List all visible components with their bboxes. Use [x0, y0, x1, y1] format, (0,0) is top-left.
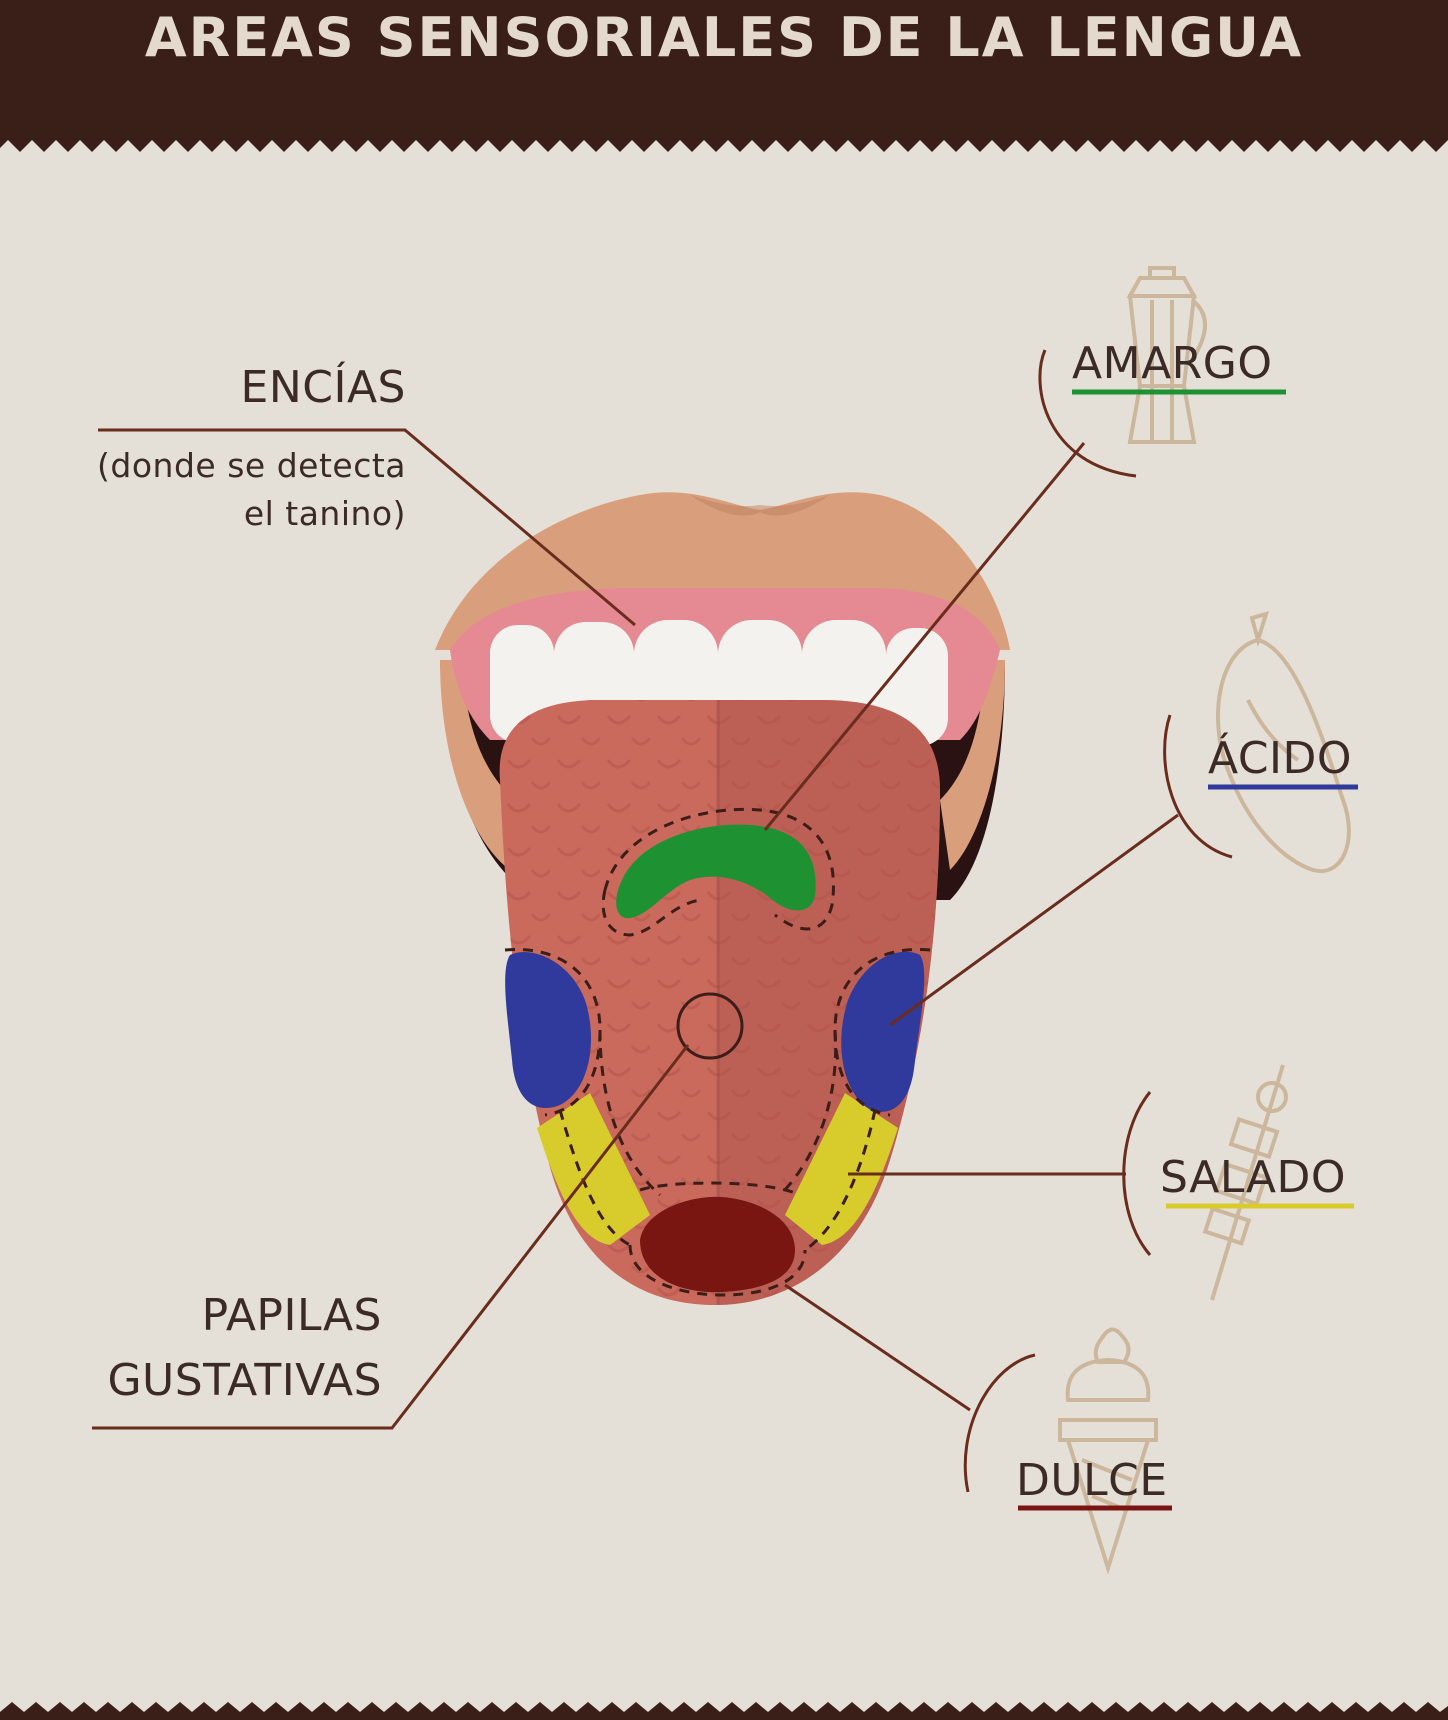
skewer-icon — [1202, 1064, 1288, 1301]
sweet-zone — [640, 1196, 795, 1293]
bitter-bracket — [1038, 349, 1137, 478]
sweet-leader — [784, 1283, 971, 1412]
sweet-bracket — [963, 1353, 1036, 1493]
gums-label: ENCÍAS — [240, 362, 406, 413]
sour-leader — [889, 813, 1179, 1027]
sour-bracket — [1163, 714, 1233, 859]
page-title: AREAS SENSORIALES DE LA LENGUA — [144, 6, 1304, 69]
gums-note-line-2: el tanino) — [243, 494, 406, 533]
lower-lip-left — [440, 660, 515, 870]
sour-label: ÁCIDO — [1208, 733, 1353, 784]
gums-note-line-1: (donde se detecta — [97, 446, 406, 485]
footer-band — [0, 1702, 1448, 1720]
papillae-label-line-1: PAPILAS — [201, 1290, 382, 1341]
sweet-label: DULCE — [1016, 1455, 1168, 1506]
papillae-label-line-2: GUSTATIVAS — [107, 1355, 382, 1406]
salty-bracket — [1122, 1091, 1152, 1256]
salty-label: SALADO — [1160, 1152, 1346, 1203]
papillae-leader — [92, 1044, 690, 1430]
bitter-label: AMARGO — [1072, 338, 1273, 389]
bitter-zone — [616, 824, 816, 919]
gums-leader — [98, 428, 636, 627]
sour-zone-right — [841, 951, 925, 1112]
coffee-pot-icon — [1126, 266, 1207, 444]
sour-zone-left — [505, 952, 592, 1108]
leader-lines — [92, 349, 1233, 1493]
lemon-icon — [1216, 611, 1351, 874]
lower-lip-right — [940, 660, 1005, 870]
header-band — [0, 0, 1448, 152]
bitter-leader — [763, 442, 1086, 831]
papilla-circle — [676, 992, 744, 1060]
zone-outlines — [504, 807, 931, 1297]
ice-cream-icon — [1058, 1327, 1158, 1575]
